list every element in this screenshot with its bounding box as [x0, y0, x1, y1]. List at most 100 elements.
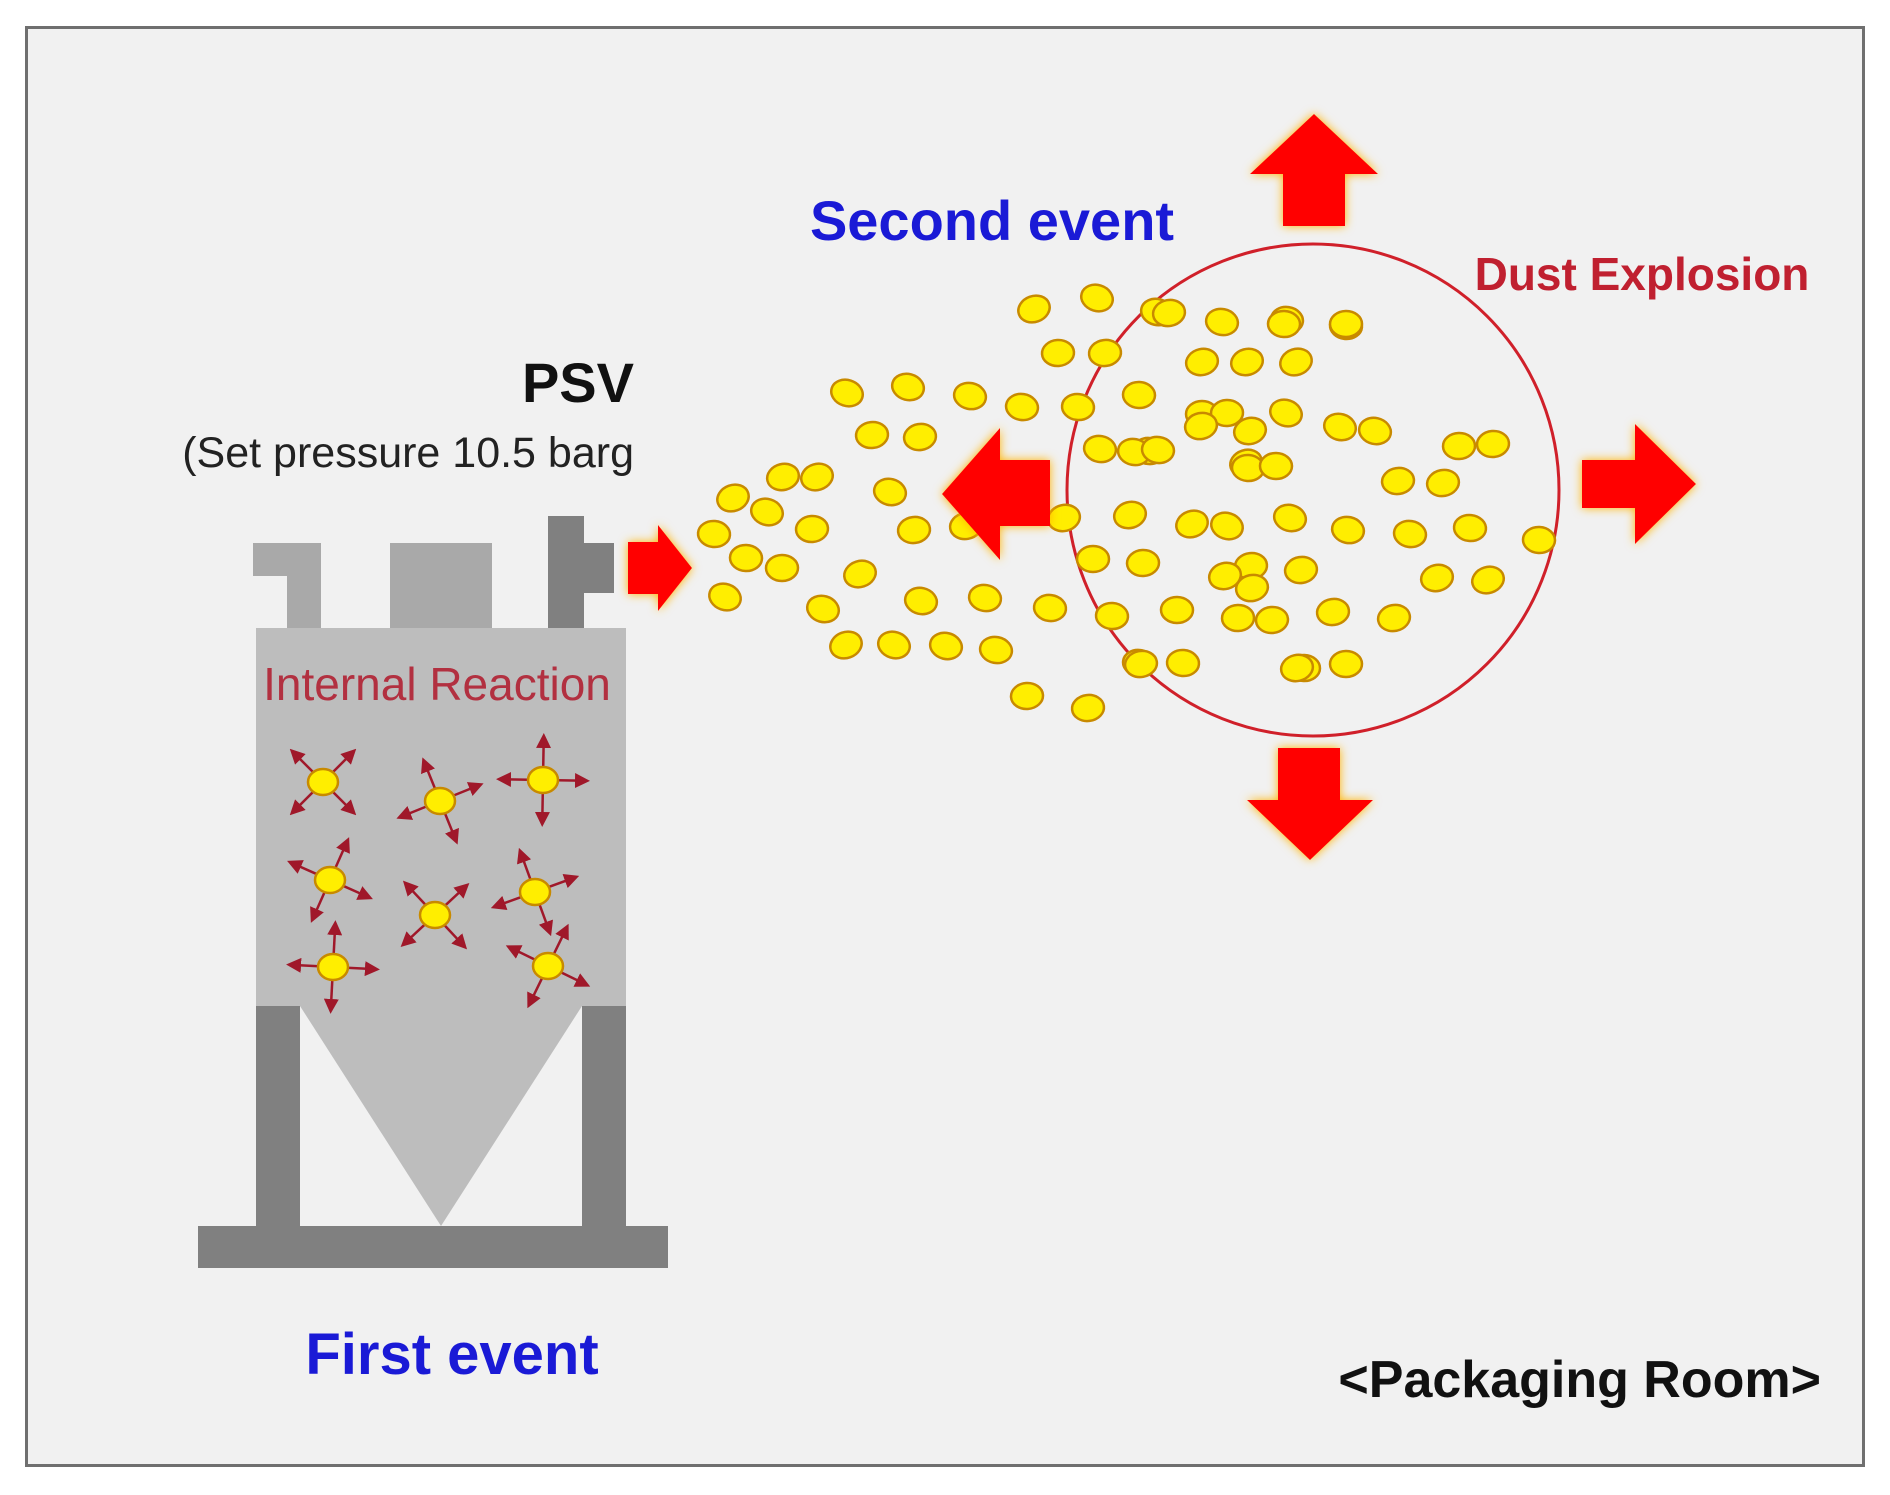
dust-particle-icon	[1183, 411, 1219, 441]
explosion-arrow-up-icon	[1250, 114, 1378, 226]
dust-particle-icon	[1046, 503, 1082, 533]
location-label: <Packaging Room>	[1338, 1351, 1821, 1409]
dust-particle-icon	[1159, 595, 1195, 625]
dust-particle-icon	[1234, 573, 1270, 603]
dust-particle-icon	[1328, 649, 1364, 679]
dust-particle-icon	[1175, 509, 1209, 539]
dust-particle-icon	[876, 630, 912, 660]
dust-particle-icon	[799, 462, 835, 492]
dust-particle-icon	[1254, 605, 1290, 635]
dust-particle-icon	[1087, 338, 1123, 368]
explosion-arrow-left-icon	[942, 428, 1050, 560]
dust-particle-icon	[1220, 603, 1256, 633]
reaction-arrow-icon	[289, 748, 314, 773]
reacting-particle-core	[518, 877, 552, 907]
dust-particle-icon	[1272, 503, 1308, 533]
dust-particle-icon	[1165, 648, 1201, 678]
dust-particle-icon	[1283, 555, 1319, 585]
reaction-arrow-icon	[342, 884, 373, 900]
dust-particle-icon	[716, 483, 750, 513]
dust-particle-icon	[872, 477, 908, 507]
reacting-particle-icon	[400, 880, 470, 950]
psv-label: PSV	[522, 351, 634, 414]
reacting-particle-core	[526, 765, 560, 795]
dust-particle-icon	[928, 631, 964, 661]
nozzle-center	[390, 543, 492, 630]
explosion-arrow-down-icon	[1247, 748, 1373, 860]
reacting-particle-core	[313, 865, 347, 895]
dust-particle-icon	[764, 553, 800, 583]
dust-particle-icon	[1521, 525, 1557, 555]
dust-particle-icon	[1269, 398, 1303, 428]
dust-particle-icon	[1094, 601, 1130, 631]
reaction-arrow-icon	[452, 782, 484, 797]
dust-particle-icon	[1121, 380, 1157, 410]
reaction-arrow-icon	[443, 924, 468, 950]
dust-particle-icon	[1470, 565, 1506, 595]
dust-particle-icon	[903, 586, 939, 616]
dust-particle-icon	[1452, 513, 1488, 543]
dust-particle-icon	[765, 462, 801, 492]
dust-particle-icon	[805, 594, 841, 624]
dust-particle-icon	[952, 381, 988, 411]
dust-particle-icon	[1425, 468, 1461, 498]
vessel-base	[198, 1226, 668, 1268]
reacting-particle-icon	[505, 923, 591, 1009]
dust-particle-icon	[829, 630, 863, 660]
dryer-vessel-icon	[198, 516, 668, 1268]
reacting-particle-icon	[490, 847, 580, 937]
dust-particle-icon	[843, 559, 877, 589]
reaction-arrow-icon	[400, 923, 426, 948]
dust-particle-icon	[1328, 309, 1364, 339]
reaction-arrow-icon	[332, 791, 357, 816]
reaction-arrow-icon	[323, 980, 339, 1014]
dust-particle-icon	[1441, 431, 1477, 461]
dust-particle-icon	[978, 635, 1014, 665]
dust-particle-icon	[1123, 649, 1159, 679]
dust-particle-icon	[830, 378, 864, 408]
psv-outlet	[584, 543, 614, 593]
second-event-label: Second event	[810, 189, 1174, 252]
reaction-arrow-icon	[490, 895, 523, 910]
nozzle-left	[253, 543, 321, 576]
dust-particle-icon	[1060, 392, 1096, 422]
reaction-arrow-icon	[332, 748, 357, 773]
vessel-leg-right	[582, 1006, 626, 1230]
reacting-particle-core	[418, 900, 452, 930]
reaction-arrow-icon	[327, 920, 343, 954]
dust-particle-icon	[708, 582, 742, 612]
reaction-arrow-icon	[444, 882, 470, 907]
reaction-arrow-icon	[287, 860, 318, 876]
nozzle-left-stem	[287, 576, 321, 630]
reaction-arrow-icon	[286, 957, 320, 973]
internal-reaction-label: Internal Reaction	[263, 658, 611, 710]
dust-particle-icon	[728, 543, 764, 573]
dust-particle-icon	[1140, 435, 1176, 465]
psv-setpoint-label: (Set pressure 10.5 barg	[182, 429, 634, 477]
dust-particle-icon	[1075, 544, 1111, 574]
dust-particle-icon	[1330, 515, 1366, 545]
dust-particle-icon	[1322, 412, 1358, 442]
reacting-particle-core	[316, 952, 350, 982]
dust-particle-icon	[1392, 519, 1428, 549]
psv-discharge-arrow-icon	[628, 525, 692, 611]
reacting-particle-core	[423, 786, 457, 816]
reacting-particle-icon	[396, 757, 484, 845]
reaction-arrow-icon	[517, 847, 532, 880]
internal-reaction-particles	[286, 733, 591, 1014]
reaction-arrow-icon	[289, 791, 314, 816]
dust-particle-icon	[1258, 451, 1294, 481]
explosion-arrow-right-icon	[1582, 424, 1696, 544]
dust-particle-icon	[1266, 309, 1302, 339]
psv-stem	[548, 516, 584, 630]
vessel-hopper	[300, 1006, 582, 1226]
dust-particle-icon	[902, 422, 938, 452]
dust-particle-icon	[1475, 429, 1511, 459]
dust-particle-icon	[1040, 338, 1076, 368]
dust-particle-icon	[696, 519, 732, 549]
dust-particle-icon	[1009, 681, 1045, 711]
dust-particle-icon	[890, 372, 926, 402]
dust-particle-icon	[1279, 653, 1315, 683]
dust-particle-icon	[1315, 597, 1351, 627]
dust-particle-icon	[1207, 561, 1243, 591]
